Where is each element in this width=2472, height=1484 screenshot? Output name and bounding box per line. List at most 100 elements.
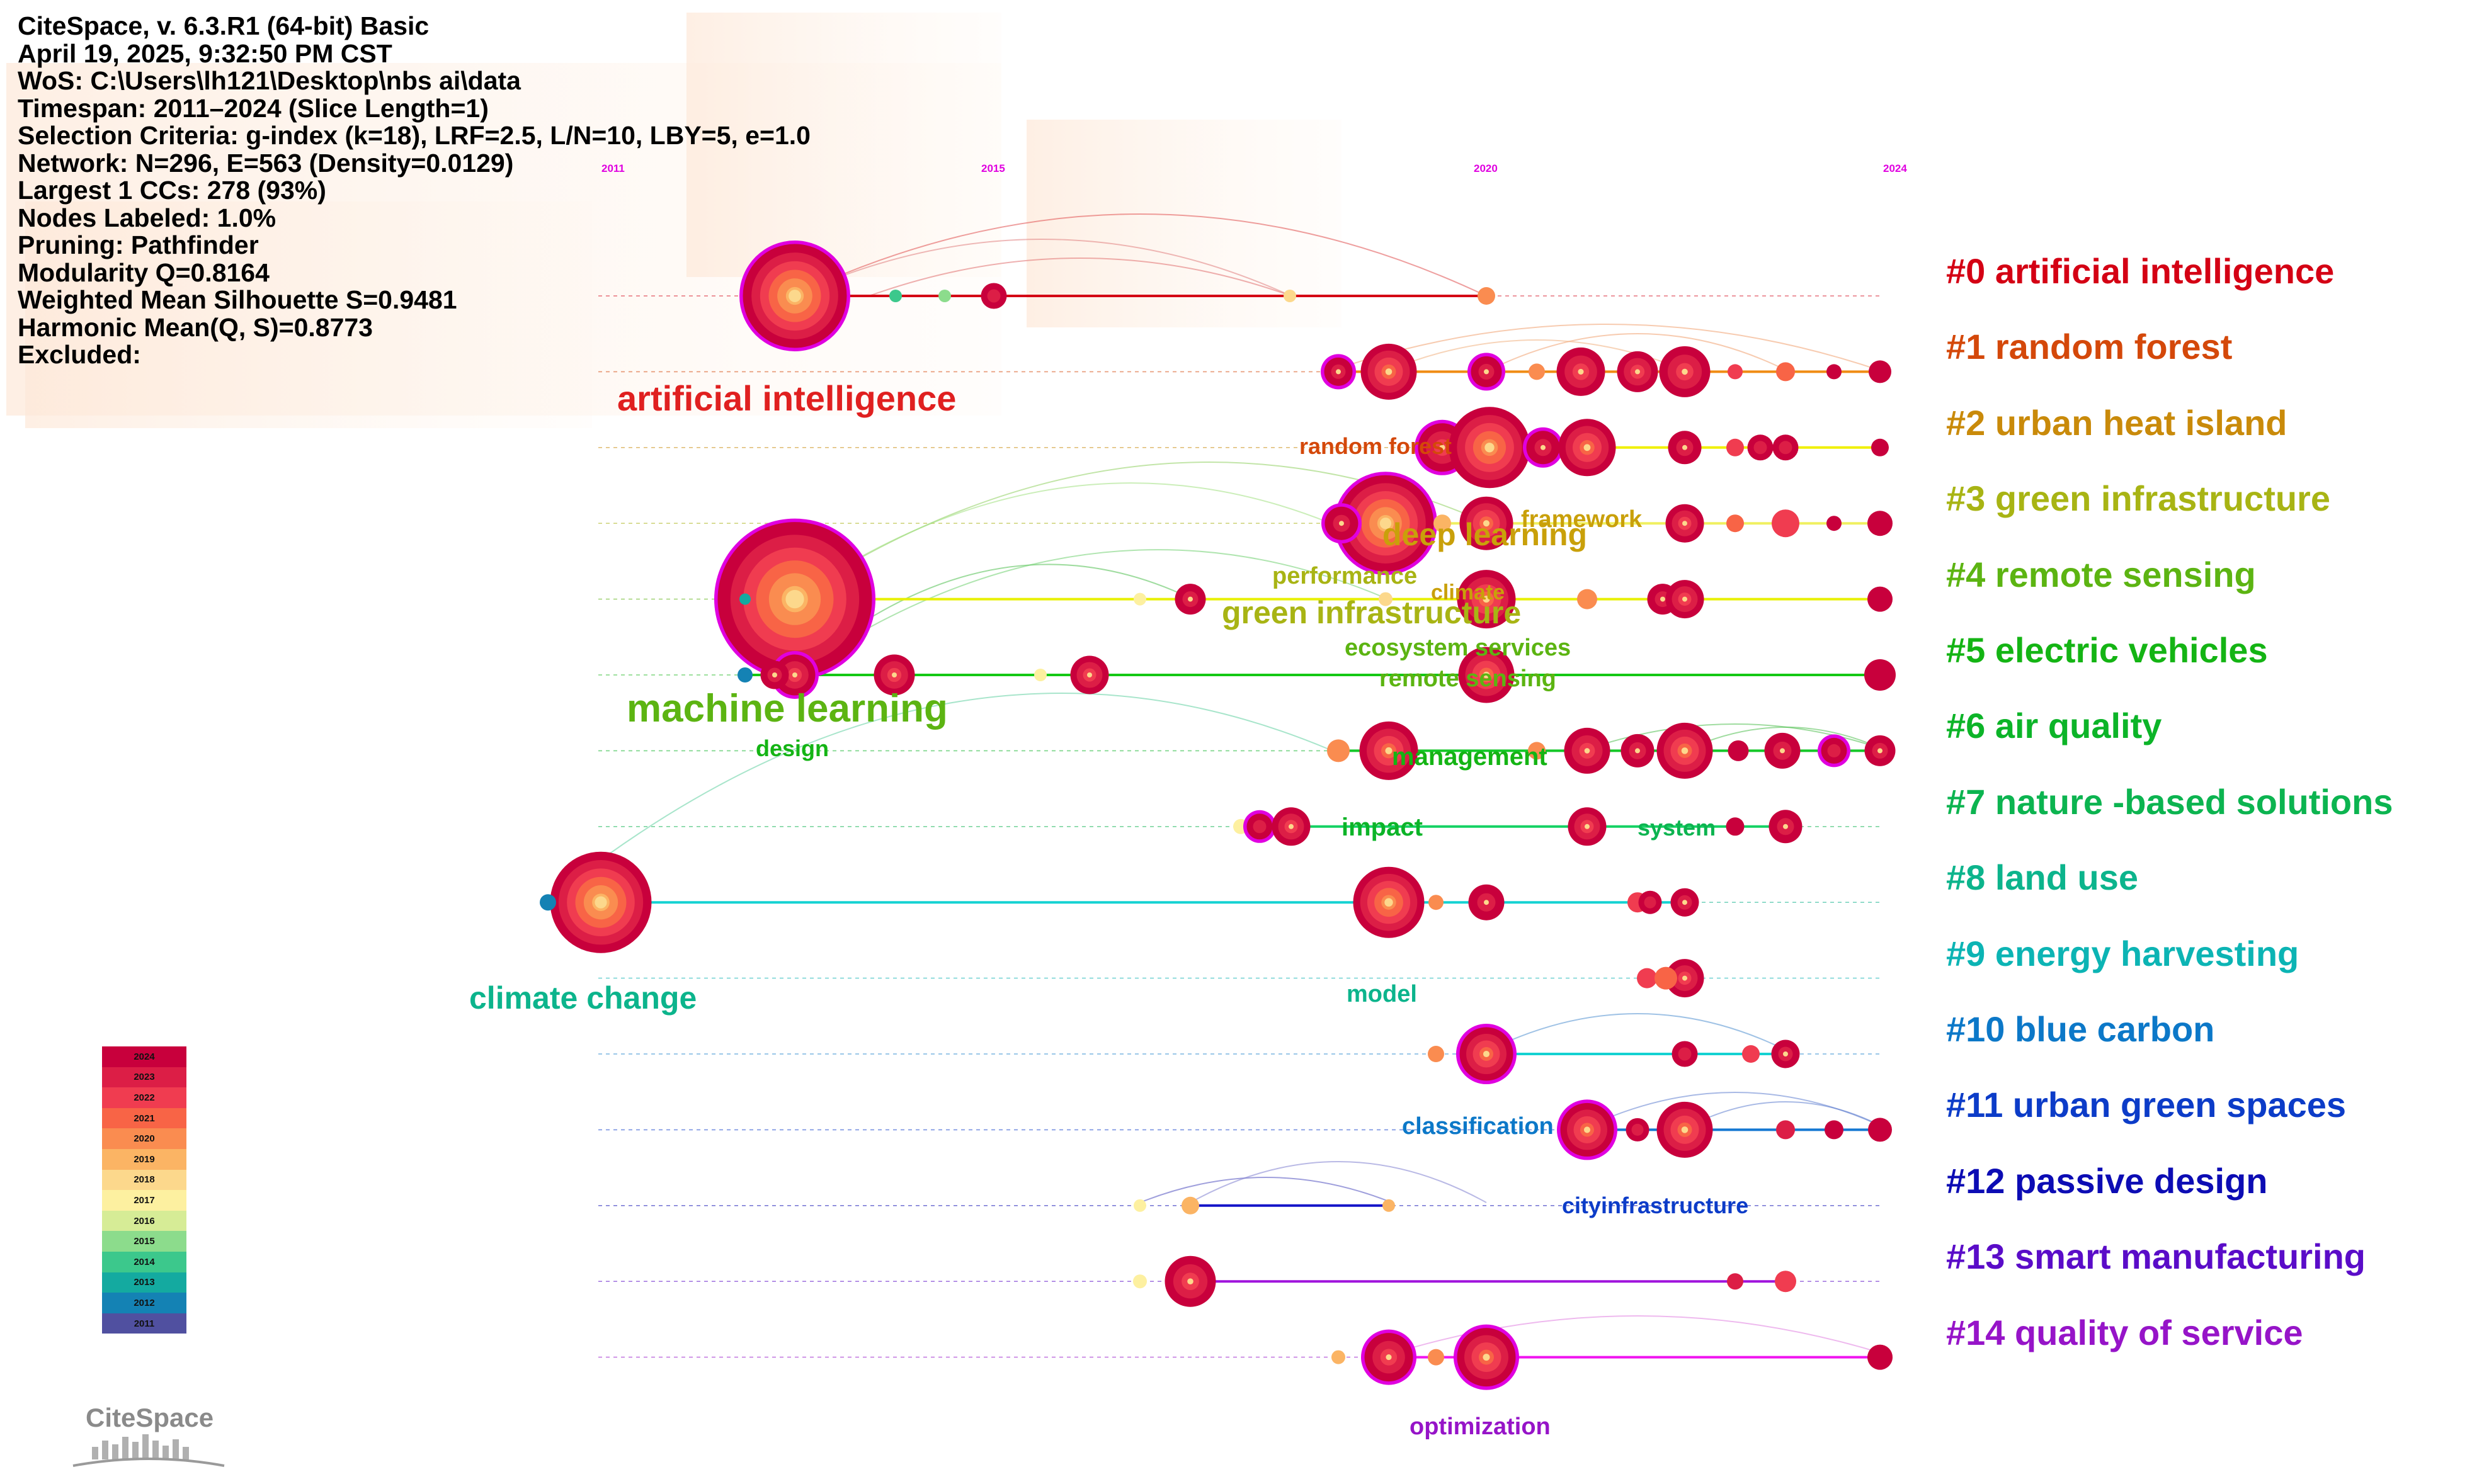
keyword-node [1726,817,1745,836]
keyword-node [1070,655,1109,694]
citation-arc [1486,333,1789,372]
legend-year-swatch: 2011 [102,1313,186,1334]
keyword-node [1864,659,1896,691]
keyword-node [1327,739,1350,762]
keyword-label: design [756,735,829,761]
keyword-node [1557,1099,1617,1160]
keyword-node [1456,1024,1517,1084]
keyword-node [1382,1199,1395,1212]
legend-year-swatch: 2017 [102,1190,186,1211]
keyword-node [1665,959,1704,998]
citespace-logo: CiteSpace [67,1403,231,1472]
keyword-node [1558,419,1616,477]
keyword-node [1556,347,1605,396]
header-line: April 19, 2025, 9:32:50 PM CST [18,38,392,68]
keyword-node [1868,1118,1892,1142]
header-line: Modularity Q=0.8164 [18,258,270,287]
keyword-label: management [1392,743,1547,771]
keyword-node [1478,287,1495,305]
header-line: Excluded: [18,340,141,369]
keyword-node [760,660,789,689]
keyword-node [771,651,819,699]
logo-graphic [72,1434,225,1467]
keyword-node [1656,1101,1713,1158]
header-line: Network: N=296, E=563 (Density=0.0129) [18,148,514,178]
keyword-node [1659,346,1711,397]
keyword-node [1776,362,1795,382]
keyword-label: artificial intelligence [617,378,957,418]
keyword-node [1182,1196,1199,1215]
legend-year-swatch: 2018 [102,1169,186,1191]
citation-arc [1139,1177,1393,1203]
keyword-node [1771,1039,1800,1068]
keyword-label: climate change [469,980,697,1016]
keyword-node [1334,472,1437,575]
keyword-label: model [1347,981,1417,1007]
citation-arc [869,258,1292,297]
keyword-label: optimization [1410,1413,1551,1440]
keyword-node [1428,895,1444,910]
legend-year-swatch: 2023 [102,1067,186,1088]
keyword-node [1428,1046,1444,1062]
keyword-node [1826,364,1842,380]
logo-text: CiteSpace [86,1403,214,1432]
keyword-node [1459,496,1513,550]
keyword-node [1428,1349,1444,1366]
keyword-node [1672,1041,1698,1067]
keyword-label: framework [1521,506,1643,533]
year-axis-tick: 2024 [1883,162,1907,174]
legend-year-swatch: 2013 [102,1272,186,1293]
keyword-label: random forest [1299,433,1452,459]
legend-year-swatch: 2016 [102,1210,186,1232]
cluster-label: #0 artificial intelligence [1946,251,2335,291]
keyword-node [1726,438,1744,456]
keyword-node [1867,511,1893,536]
keyword-node [938,290,951,302]
keyword-label: ecosystem services [1345,635,1571,661]
keyword-node [874,654,915,696]
cluster-label: #6 air quality [1946,706,2162,746]
keyword-node [1864,735,1896,766]
keyword-node [1728,364,1743,380]
keyword-node [1727,1273,1743,1290]
keyword-node [550,851,652,953]
header-line: Harmonic Mean(Q, S)=0.8773 [18,312,373,342]
citation-arc [547,693,1330,901]
keyword-node [1656,722,1713,779]
keyword-node [739,241,850,351]
keyword-node [981,283,1007,309]
legend-year-swatch: 2015 [102,1231,186,1252]
keyword-node [1134,592,1146,606]
keyword-node [1243,810,1276,843]
keyword-node [1776,1120,1795,1140]
keyword-label: cityinfrastructure [1562,1192,1749,1218]
keyword-label: deep learning [1382,517,1588,552]
keyword-node [1747,434,1774,461]
keyword-node [1034,669,1047,681]
keyword-node [1321,354,1356,390]
keyword-node [1728,740,1749,761]
cluster-label: #14 quality of service [1946,1312,2303,1352]
keyword-node [1825,1120,1843,1140]
keyword-node [1726,514,1744,533]
keyword-label: remote sensing [1379,666,1556,692]
keyword-node [1361,1329,1416,1385]
citation-arc [1190,1161,1487,1203]
keyword-label: performance [1272,563,1418,589]
cluster-label: #10 blue carbon [1946,1009,2215,1049]
keyword-node [1321,503,1362,544]
keyword-node [1638,890,1662,914]
citation-arc [1687,727,1884,750]
keyword-node [1360,343,1417,400]
keyword-node [1523,427,1563,468]
citation-arc [793,482,1330,599]
keyword-label: machine learning [627,687,948,730]
header-line: Nodes Labeled: 1.0% [18,203,276,232]
keyword-label: climate [1431,581,1505,604]
cluster-label: #1 random forest [1946,327,2233,367]
legend-year-swatch: 2022 [102,1087,186,1108]
keyword-node [1826,516,1842,531]
keyword-label: impact [1341,813,1423,841]
